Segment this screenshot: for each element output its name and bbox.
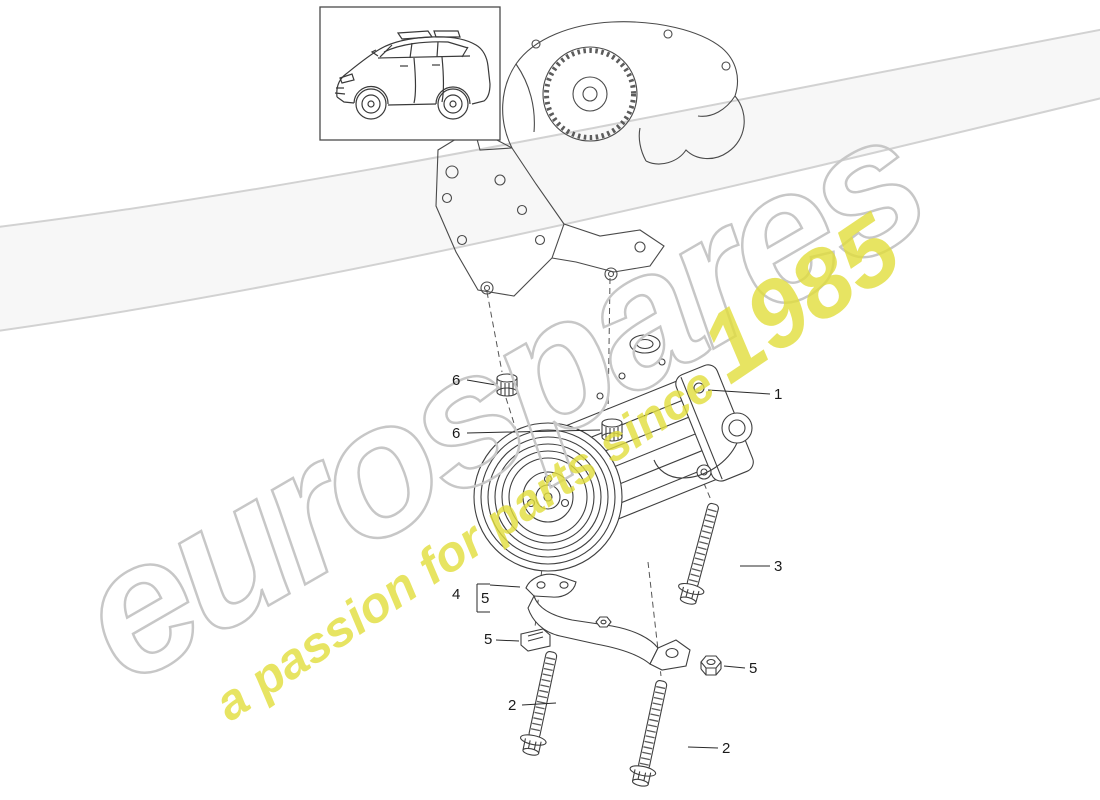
bushing-6-lower: [601, 418, 623, 442]
nut-5-right: [700, 655, 722, 676]
callout-5-nut[interactable]: 5: [749, 660, 758, 677]
callout-2-left[interactable]: 2: [508, 697, 517, 714]
callout-5-clamp[interactable]: 5: [484, 631, 493, 648]
engine-bracket-drawing: [435, 21, 745, 297]
callout-leader-lines: [466, 379, 771, 749]
callout-4[interactable]: 4: [452, 586, 461, 603]
callout-5-bracket[interactable]: 5: [481, 590, 490, 607]
callout-6-lower[interactable]: 6: [452, 425, 461, 442]
vehicle-thumbnail: [319, 6, 501, 141]
vehicle-drawing: [334, 30, 491, 120]
callout-6-upper[interactable]: 6: [452, 372, 461, 389]
bolt-2-left: [519, 651, 558, 756]
mounting-bracket-4: [525, 573, 691, 671]
vehicle-thumbnail-frame: [319, 6, 501, 141]
bolt-2-right: [629, 680, 668, 787]
background-swoosh: [0, 28, 1100, 332]
callout-3[interactable]: 3: [774, 558, 783, 575]
callout-1[interactable]: 1: [774, 386, 783, 403]
compressor-drawing: [473, 334, 754, 572]
bolt-3: [678, 502, 719, 605]
clamp-5-left: [520, 628, 551, 652]
bushing-6-upper: [496, 373, 518, 397]
callout-2-right[interactable]: 2: [722, 740, 731, 757]
